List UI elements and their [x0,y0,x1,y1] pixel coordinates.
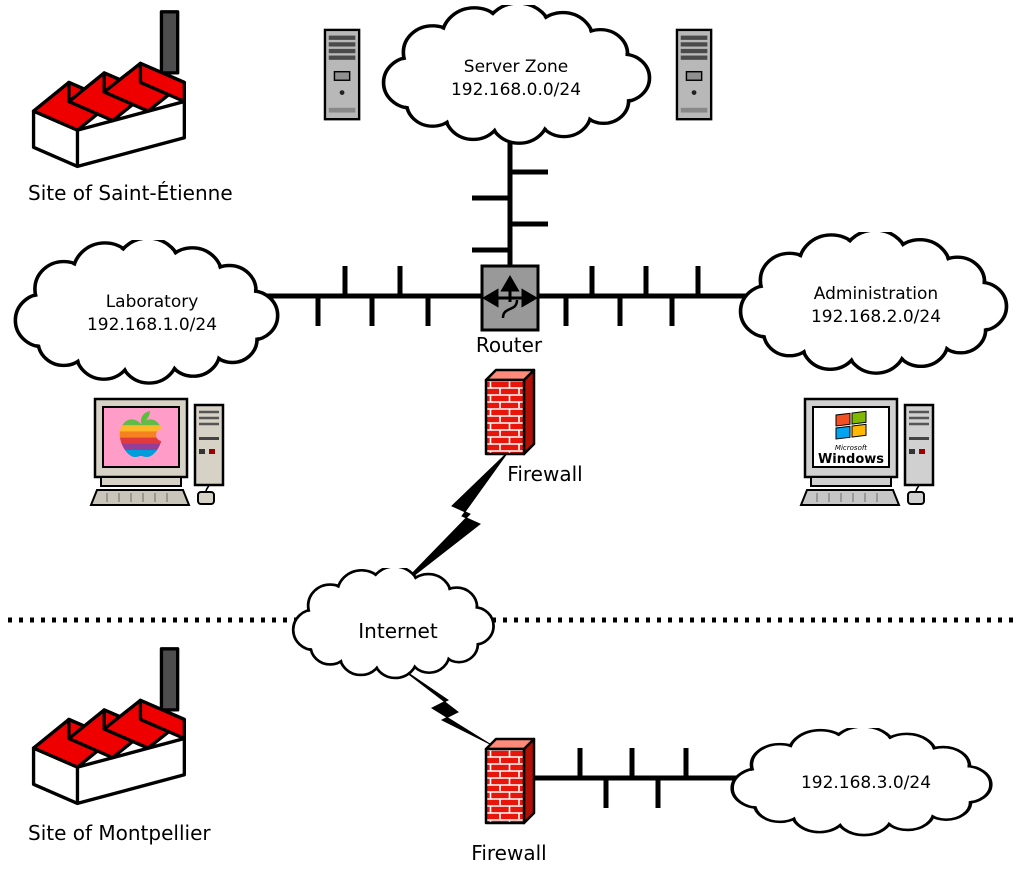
laboratory-label: Laboratory [106,292,199,312]
laboratory-subnet: 192.168.1.0/24 [87,315,217,335]
firewall-icon-main [484,368,536,456]
pc-monitor-stand [810,476,892,487]
windows-logo-icon [835,410,867,440]
montpellier-bus [534,748,745,808]
router-label: Router [476,333,543,357]
server-zone-bus [472,135,548,270]
mac-mouse [197,491,215,505]
pc-keyboard [799,489,901,506]
site-montpellier-label: Site of Montpellier [28,821,211,845]
mac-keyboard [89,489,191,506]
apple-logo-icon [119,411,168,457]
pc-os-text: Windows [818,452,884,467]
internet-label: Internet [358,619,438,643]
pc-brand-text: Microsoft [835,444,867,452]
mac-computer-icon [89,397,225,506]
wan-link-bottom-bolt [397,665,491,745]
server-zone-label: Server Zone [464,57,568,77]
site-saint-etienne-label: Site of Saint-Étienne [28,181,233,205]
pc-mouse [907,491,925,505]
factory-icon-montpellier [31,647,187,806]
server-zone-subnet: 192.168.0.0/24 [451,80,581,100]
windows-computer-icon: Microsoft Windows [799,397,935,506]
firewall-main-label: Firewall [507,462,582,486]
mac-monitor-stand [100,476,182,487]
router-arrows-icon [482,275,538,319]
administration-label: Administration [814,284,938,304]
firewall-icon-montpellier [484,737,536,825]
server-icon-left [323,28,361,121]
administration-subnet: 192.168.2.0/24 [811,307,941,327]
wan-link-top-bolt [397,451,509,589]
router [480,264,540,332]
factory-icon-saint-etienne [31,10,187,169]
pc-screen [812,406,890,468]
server-icon-right [675,28,713,121]
firewall-montpellier-label: Firewall [471,841,546,865]
montpellier-lan-subnet: 192.168.3.0/24 [801,773,931,793]
